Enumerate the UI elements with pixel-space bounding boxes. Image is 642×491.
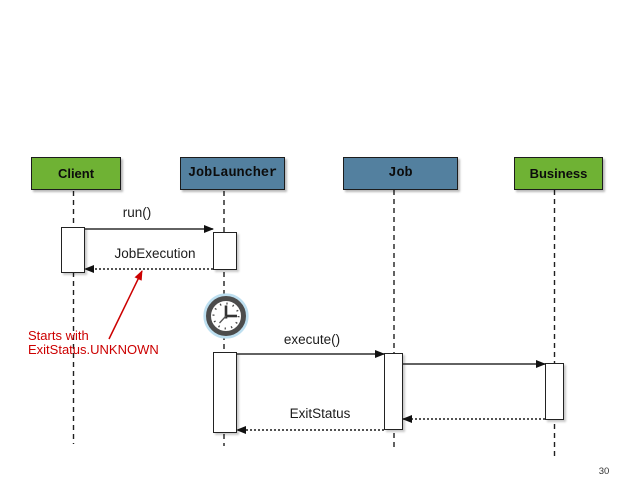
message-label-run: run(): [122, 205, 152, 220]
activation-business: [545, 363, 564, 420]
actor-job: Job: [343, 157, 458, 190]
activation-joblauncher-1: [213, 232, 237, 270]
activation-client: [61, 227, 85, 273]
annotation-arrow: [108, 270, 143, 340]
clock-icon: [203, 293, 249, 339]
message-label-jobexecution: JobExecution: [114, 246, 196, 261]
actor-client-label: Client: [57, 166, 95, 181]
actor-client: Client: [31, 157, 121, 190]
message-label-execute: execute(): [283, 332, 341, 347]
clock-second-hand: [219, 315, 227, 324]
annotation-note-line1: Starts with: [28, 328, 89, 343]
annotation-note-line2: ExitStatus.UNKNOWN: [28, 342, 159, 357]
page-number: 30: [598, 466, 610, 477]
message-label-exitstatus: ExitStatus: [289, 406, 351, 421]
actor-business: Business: [514, 157, 603, 190]
actor-business-label: Business: [529, 166, 588, 181]
activation-job: [384, 353, 403, 430]
activation-joblauncher-2: [213, 352, 237, 433]
actor-job-label: Job: [388, 166, 413, 181]
annotation-note: Starts with ExitStatus.UNKNOWN: [28, 329, 159, 357]
actor-joblauncher: JobLauncher: [180, 157, 285, 190]
actor-joblauncher-label: JobLauncher: [187, 166, 278, 181]
clock-ticks: [212, 302, 240, 330]
